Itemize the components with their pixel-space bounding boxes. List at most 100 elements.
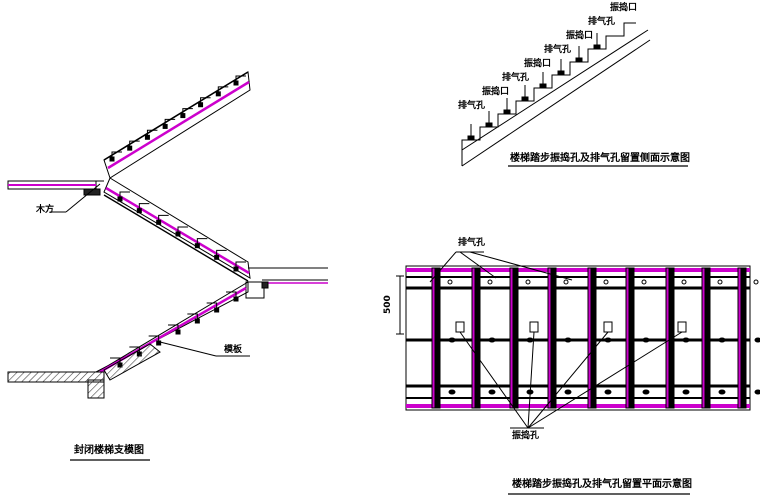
plan-batten (591, 267, 597, 409)
side-label-1: 振捣口 (482, 87, 510, 97)
upper-flight-steps (109, 75, 246, 162)
bolt-mark (564, 389, 572, 395)
bolt-mark (604, 337, 612, 343)
step-bracket (233, 266, 239, 272)
vibration-hole (455, 321, 465, 333)
vibration-hole (603, 321, 613, 333)
side-hole-mark (521, 96, 529, 102)
plan-batten-edge (625, 267, 630, 409)
upper-flight-form (107, 80, 250, 170)
bolt-mark (642, 337, 650, 343)
plan-batten-edge (509, 267, 514, 409)
step-bracket (175, 329, 181, 335)
side-hole-mark (467, 135, 475, 141)
vent-leader-1 (429, 251, 457, 283)
side-label-2: 排气孔 (502, 73, 530, 83)
plan-batten (475, 267, 481, 409)
step-bracket (136, 208, 142, 214)
plan-vent-label: 排气孔 (458, 238, 486, 248)
bolt-mark (718, 337, 726, 343)
side-label-3: 振捣口 (524, 59, 552, 69)
vent-hole (641, 279, 647, 285)
plan-batten (705, 267, 711, 409)
bolt-mark (754, 389, 760, 395)
bolt-mark (754, 337, 760, 343)
step-bracket (156, 340, 162, 346)
step-bracket (180, 113, 186, 119)
step-bracket (233, 296, 239, 302)
ground-beam (87, 379, 105, 399)
upper-left-support (83, 188, 101, 196)
side-hole-mark (503, 109, 511, 115)
step-bracket (198, 102, 204, 108)
step-bracket (175, 231, 181, 237)
right-landing-beam (245, 281, 265, 299)
side-hole-mark (485, 122, 493, 128)
side-hole-mark (539, 83, 547, 89)
vent-hole (487, 279, 493, 285)
side-view-diagram (461, 22, 688, 167)
step-bracket (214, 254, 220, 260)
ground-slab (7, 371, 105, 383)
side-view-bottom-line (461, 29, 649, 166)
step-bracket (214, 307, 220, 313)
bolt-mark (642, 389, 650, 395)
step-bracket (117, 196, 123, 202)
side-label-4: 排气孔 (544, 45, 572, 55)
vent-leader-2 (459, 251, 497, 279)
timber-leader-b (65, 183, 101, 213)
plan-batten-edge (587, 267, 592, 409)
plan-batten (435, 267, 441, 409)
plan-view-caption: 楼梯踏步振捣孔及排气孔留置平面示意图 (512, 479, 692, 490)
side-label-0: 排气孔 (458, 101, 486, 111)
plan-batten (551, 267, 557, 409)
vib-leader-2 (527, 331, 535, 429)
vent-hole (447, 279, 453, 285)
side-label-6: 排气孔 (588, 17, 616, 27)
plan-batten-edge (701, 267, 706, 409)
step-bracket (144, 134, 150, 140)
board-label: 模板 (224, 345, 243, 355)
side-label-5: 振捣口 (566, 31, 594, 41)
stair-formwork-diagram (7, 71, 328, 461)
vent-hole (563, 279, 569, 285)
side-hole-mark (557, 70, 565, 76)
bolt-mark (448, 389, 456, 395)
bolt-mark (604, 389, 612, 395)
side-view-caption: 楼梯踏步振捣孔及排气孔留置侧面示意图 (510, 153, 690, 164)
side-hole-mark (593, 44, 601, 50)
bolt-mark (488, 337, 496, 343)
bolt-mark (564, 337, 572, 343)
vent-hole (753, 279, 759, 285)
plan-batten (741, 267, 747, 409)
vent-leader-3 (469, 251, 573, 281)
plan-dimension-value: 500 (383, 295, 393, 314)
left-caption: 封闭楼梯支模图 (74, 445, 144, 456)
step-bracket (194, 243, 200, 249)
timber-label: 木方 (36, 205, 55, 215)
vent-hole (525, 279, 531, 285)
side-view-hole-marks (467, 33, 601, 141)
plan-batten-edge (547, 267, 552, 409)
vent-hole (717, 279, 723, 285)
vent-hole (681, 279, 687, 285)
step-bracket (215, 91, 221, 97)
plan-outline (405, 265, 751, 411)
bolt-mark (718, 389, 726, 395)
plan-batten-edge (431, 267, 436, 409)
step-bracket (194, 318, 200, 324)
vib-leader-4 (527, 331, 683, 429)
bolt-mark (488, 389, 496, 395)
middle-flight-steps (117, 191, 246, 272)
step-bracket (109, 156, 115, 162)
vibration-hole (677, 321, 687, 333)
plan-batten (629, 267, 635, 409)
plan-batten-edge (471, 267, 476, 409)
bolt-mark (526, 337, 534, 343)
bolt-mark (682, 337, 690, 343)
side-label-7: 振捣口 (610, 3, 638, 13)
bolt-mark (682, 389, 690, 395)
plan-view-diagram (396, 251, 760, 495)
step-bracket (162, 123, 168, 129)
